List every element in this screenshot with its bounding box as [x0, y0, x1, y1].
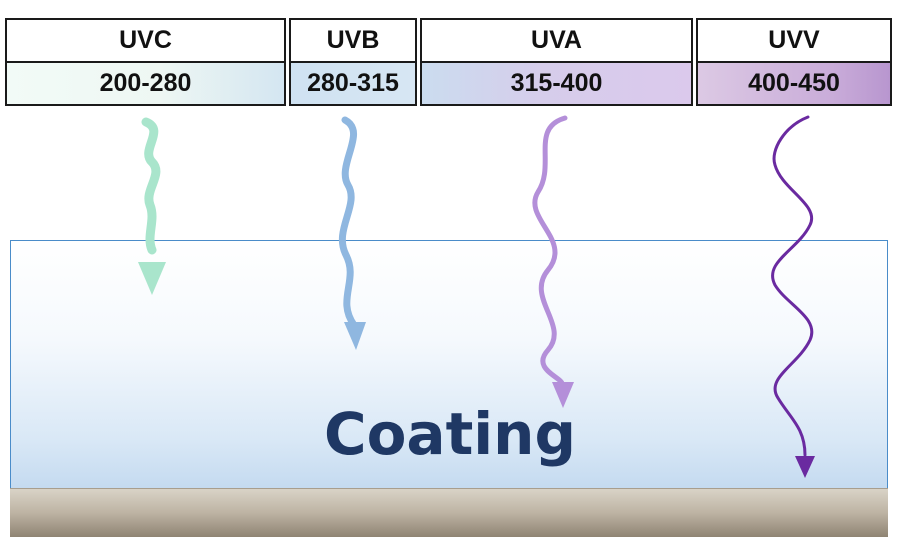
band-uvb-name: UVB — [289, 18, 417, 62]
uva-wave-line — [532, 115, 568, 388]
uvv-wave-arrow — [771, 115, 815, 478]
band-uva-range: 315-400 — [420, 62, 693, 106]
substrate-layer — [10, 488, 888, 537]
uvc-arrowhead — [138, 262, 166, 295]
band-uvv: UVV 400-450 — [696, 18, 892, 106]
band-uvb: UVB 280-315 — [289, 18, 417, 106]
band-uvc-name: UVC — [5, 18, 286, 62]
coating-label: Coating — [324, 400, 576, 468]
uvv-arrowhead — [795, 456, 815, 478]
uvc-wave-line — [141, 117, 161, 255]
uvc-wave-arrow — [138, 117, 166, 295]
uvv-wave-line — [771, 115, 814, 457]
uvb-arrowhead — [344, 322, 366, 350]
uvb-wave-arrow — [338, 116, 366, 350]
uva-wave-arrow — [532, 115, 574, 408]
uvb-wave-line — [338, 116, 358, 329]
uva-arrowhead — [552, 382, 574, 408]
band-uvv-range: 400-450 — [696, 62, 892, 106]
band-uva: UVA 315-400 — [420, 18, 693, 106]
band-uvv-name: UVV — [696, 18, 892, 62]
band-uva-name: UVA — [420, 18, 693, 62]
band-uvc-range: 200-280 — [5, 62, 286, 106]
band-uvb-range: 280-315 — [289, 62, 417, 106]
band-uvc: UVC 200-280 — [5, 18, 286, 106]
